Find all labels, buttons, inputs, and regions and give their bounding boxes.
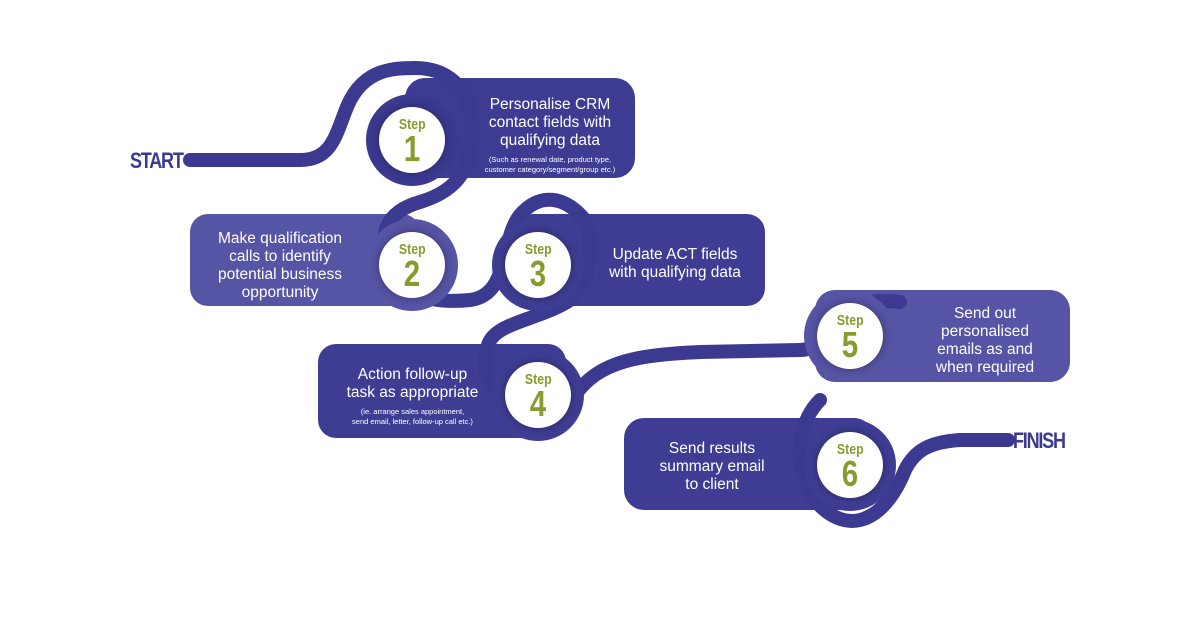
- step-2-label: Step: [398, 240, 426, 258]
- step-1-number: 1: [403, 127, 421, 169]
- step-5-label: Step: [836, 311, 864, 329]
- start-label: START: [130, 148, 184, 173]
- step-1-note: (Such as renewal date, product type, cus…: [484, 155, 616, 174]
- step-4-number: 4: [529, 382, 547, 424]
- step-4-text: Action follow-up task as appropriate: [346, 366, 479, 401]
- flow-ribbon-lower: [793, 393, 1015, 528]
- step-4-label: Step: [524, 370, 552, 388]
- step-3-number: 3: [529, 252, 547, 294]
- step-4-circle: Step 4: [505, 362, 571, 428]
- step-5-text: Send out personalised emails as and when…: [935, 305, 1035, 376]
- step-3-label: Step: [524, 240, 552, 258]
- finish-label: FINISH: [1013, 428, 1066, 453]
- step-6-circle: Step 6: [817, 432, 883, 498]
- step-1-label: Step: [398, 115, 426, 133]
- step-5-circle: Step 5: [817, 303, 883, 369]
- step-2-box: [190, 214, 420, 306]
- step-3-text: Update ACT fields with qualifying data: [609, 246, 741, 281]
- step-2-text: Make qualification calls to identify pot…: [217, 230, 343, 301]
- flow-ribbon: [183, 61, 907, 419]
- step-1-circle: Step 1: [379, 107, 445, 173]
- step-6-text: Send results summary email to client: [659, 440, 765, 493]
- step-6-text-block: Send results summary email to client: [632, 440, 792, 494]
- step-5-number: 5: [841, 323, 859, 365]
- step-5-text-block: Send out personalised emails as and when…: [905, 305, 1065, 377]
- step-3-circle: Step 3: [505, 232, 571, 298]
- step-4-text-block: Action follow-up task as appropriate (ie…: [325, 366, 500, 427]
- step-1-text-block: Personalise CRM contact fields with qual…: [470, 96, 630, 175]
- step-1-text: Personalise CRM contact fields with qual…: [488, 96, 612, 149]
- step-4-note: (ie. arrange sales appointment, send ema…: [352, 407, 473, 426]
- step-3-text-block: Update ACT fields with qualifying data: [590, 246, 760, 282]
- step-6-number: 6: [841, 452, 859, 494]
- step-2-number: 2: [403, 252, 421, 294]
- step-2-circle: Step 2: [379, 232, 445, 298]
- step-6-label: Step: [836, 440, 864, 458]
- step-2-text-block: Make qualification calls to identify pot…: [195, 230, 365, 302]
